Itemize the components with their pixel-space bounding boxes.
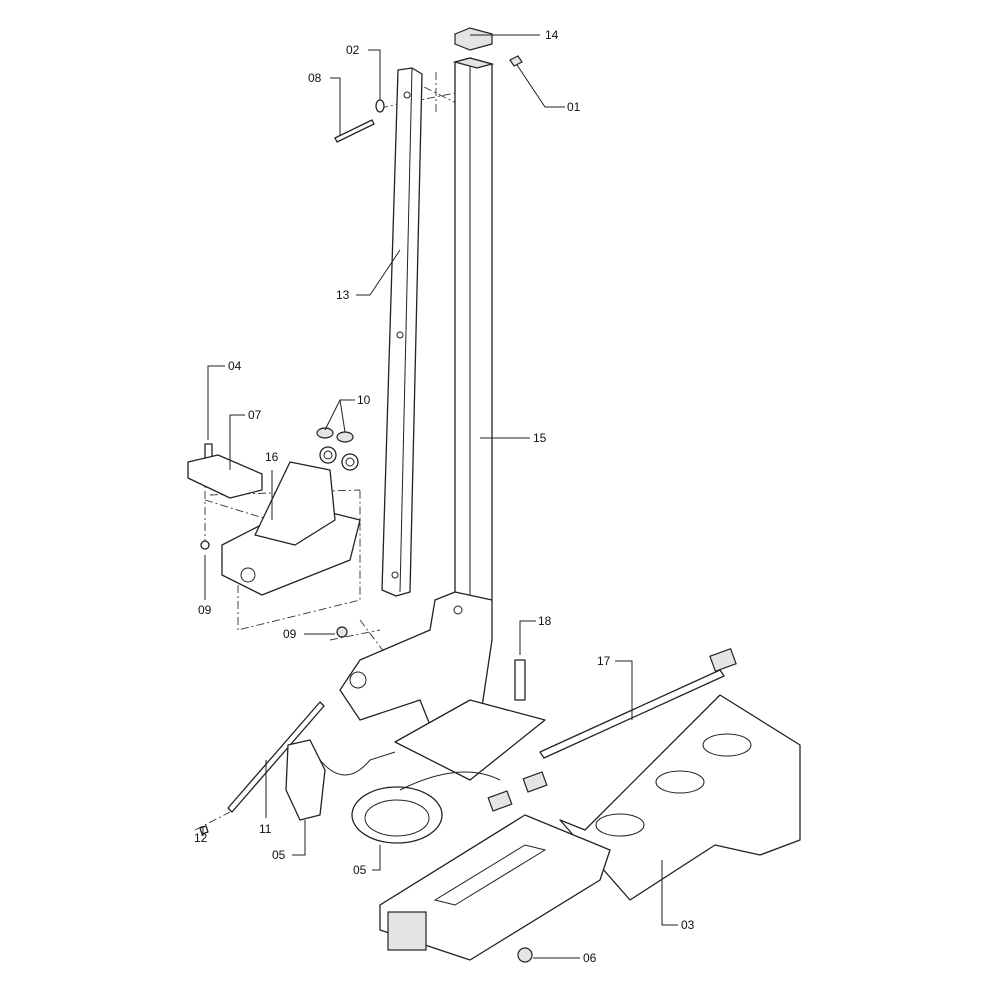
callout-11: 11 <box>259 822 272 836</box>
part-03-base <box>379 694 801 961</box>
callout-labels: 14 02 08 01 13 04 07 10 16 15 09 09 18 1… <box>194 28 695 965</box>
part-07-plate <box>187 454 263 499</box>
callout-05: 05 <box>353 863 367 877</box>
callout-14: 14 <box>545 28 559 42</box>
part-15-column <box>339 57 546 781</box>
part-09b-nut <box>336 626 348 638</box>
part-18-bolt <box>514 659 526 701</box>
part-13-bar <box>381 67 423 597</box>
callout-09: 09 <box>283 627 297 641</box>
part-08-bolt <box>334 119 375 143</box>
callout-09: 09 <box>198 603 212 617</box>
part-06-nut <box>517 947 533 963</box>
part-11-rod <box>227 701 325 813</box>
callout-07: 07 <box>248 408 262 422</box>
callout-03: 03 <box>681 918 695 932</box>
callout-02: 02 <box>346 43 360 57</box>
callout-12: 12 <box>194 831 208 845</box>
part-10-washers <box>316 427 359 471</box>
callout-05: 05 <box>272 848 286 862</box>
callout-15: 15 <box>533 431 547 445</box>
part-16-bracket <box>221 461 361 596</box>
part-01-nut <box>509 55 523 67</box>
part-09-screw <box>200 540 210 550</box>
part-02-washer <box>375 99 385 113</box>
part-14-cap <box>454 27 493 51</box>
callout-04: 04 <box>228 359 242 373</box>
hardware <box>199 55 533 963</box>
callout-01: 01 <box>567 100 581 114</box>
callout-08: 08 <box>308 71 322 85</box>
callout-16: 16 <box>265 450 279 464</box>
part-12-screw <box>199 825 209 835</box>
callout-18: 18 <box>538 614 552 628</box>
callout-10: 10 <box>357 393 371 407</box>
leader-lines <box>202 34 678 959</box>
callout-06: 06 <box>583 951 597 965</box>
callout-17: 17 <box>597 654 611 668</box>
part-05-lights <box>285 739 501 844</box>
callout-13: 13 <box>336 288 350 302</box>
